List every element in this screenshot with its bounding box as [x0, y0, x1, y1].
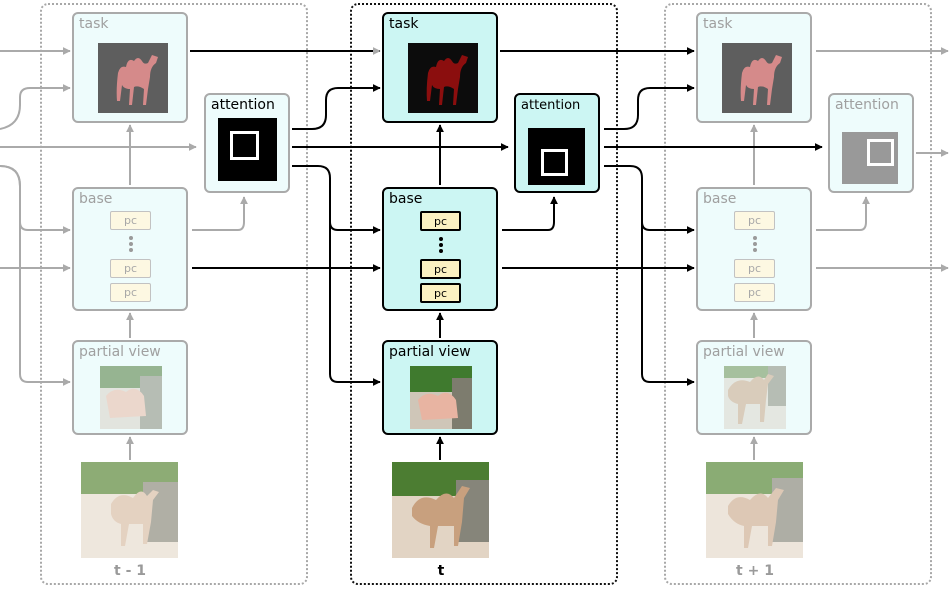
partial-view-module-t-plus-1: partial view: [696, 340, 812, 435]
task-module-t-minus-1: task: [72, 12, 188, 123]
partial-view-label: partial view: [79, 344, 161, 360]
partial-view-crop: [100, 366, 162, 429]
task-label: task: [703, 16, 733, 32]
pc-unit: pc: [734, 211, 775, 230]
timestep-label: t + 1: [736, 563, 774, 579]
timestep-label: t - 1: [114, 563, 146, 579]
pc-unit: pc: [420, 211, 461, 231]
task-module-t: task: [382, 12, 498, 123]
task-output-image: [98, 43, 168, 113]
base-label: base: [389, 191, 423, 207]
camel-mask-icon: [740, 55, 782, 105]
pc-unit: pc: [734, 283, 775, 302]
task-output-image: [722, 43, 792, 113]
input-image-t-plus-1: [706, 462, 803, 558]
partial-view-crop: [410, 366, 472, 429]
ellipsis-icon: [753, 236, 757, 254]
attention-window: [230, 131, 259, 160]
attention-map: [528, 128, 585, 185]
partial-view-module-t-minus-1: partial view: [72, 340, 188, 435]
input-image-t-minus-1: [81, 462, 178, 558]
partial-view-crop: [724, 366, 786, 429]
task-label: task: [79, 16, 109, 32]
task-label: task: [389, 16, 419, 32]
attention-window: [541, 149, 568, 176]
base-module-t-plus-1: base pc pc pc: [696, 187, 812, 311]
partial-view-label: partial view: [389, 344, 471, 360]
attention-window: [867, 139, 894, 166]
pc-unit: pc: [110, 259, 151, 278]
pc-unit: pc: [110, 211, 151, 230]
pc-unit: pc: [734, 259, 775, 278]
base-module-t-minus-1: base pc pc pc: [72, 187, 188, 311]
input-image-t: [392, 462, 489, 558]
attention-module-t-minus-1: attention: [204, 93, 290, 193]
task-output-image: [408, 43, 478, 113]
attention-map: [842, 132, 898, 184]
pc-unit: pc: [420, 259, 461, 279]
attention-module-t-plus-1: attention: [828, 93, 914, 193]
attention-label: attention: [211, 97, 275, 113]
timestep-label: t: [437, 563, 445, 579]
base-module-t: base pc pc pc: [382, 187, 498, 311]
attention-label: attention: [835, 97, 899, 113]
ellipsis-icon: [439, 237, 443, 255]
pc-unit: pc: [110, 283, 151, 302]
ellipsis-icon: [129, 236, 133, 254]
attention-module-t: attention: [514, 93, 600, 193]
attention-label: attention: [521, 98, 581, 113]
attention-map: [218, 118, 277, 181]
base-label: base: [703, 191, 737, 207]
task-module-t-plus-1: task: [696, 12, 812, 123]
pc-unit: pc: [420, 283, 461, 303]
partial-view-label: partial view: [703, 344, 785, 360]
base-label: base: [79, 191, 113, 207]
partial-view-module-t: partial view: [382, 340, 498, 435]
camel-mask-icon: [116, 55, 158, 105]
camel-mask-icon: [426, 55, 468, 105]
